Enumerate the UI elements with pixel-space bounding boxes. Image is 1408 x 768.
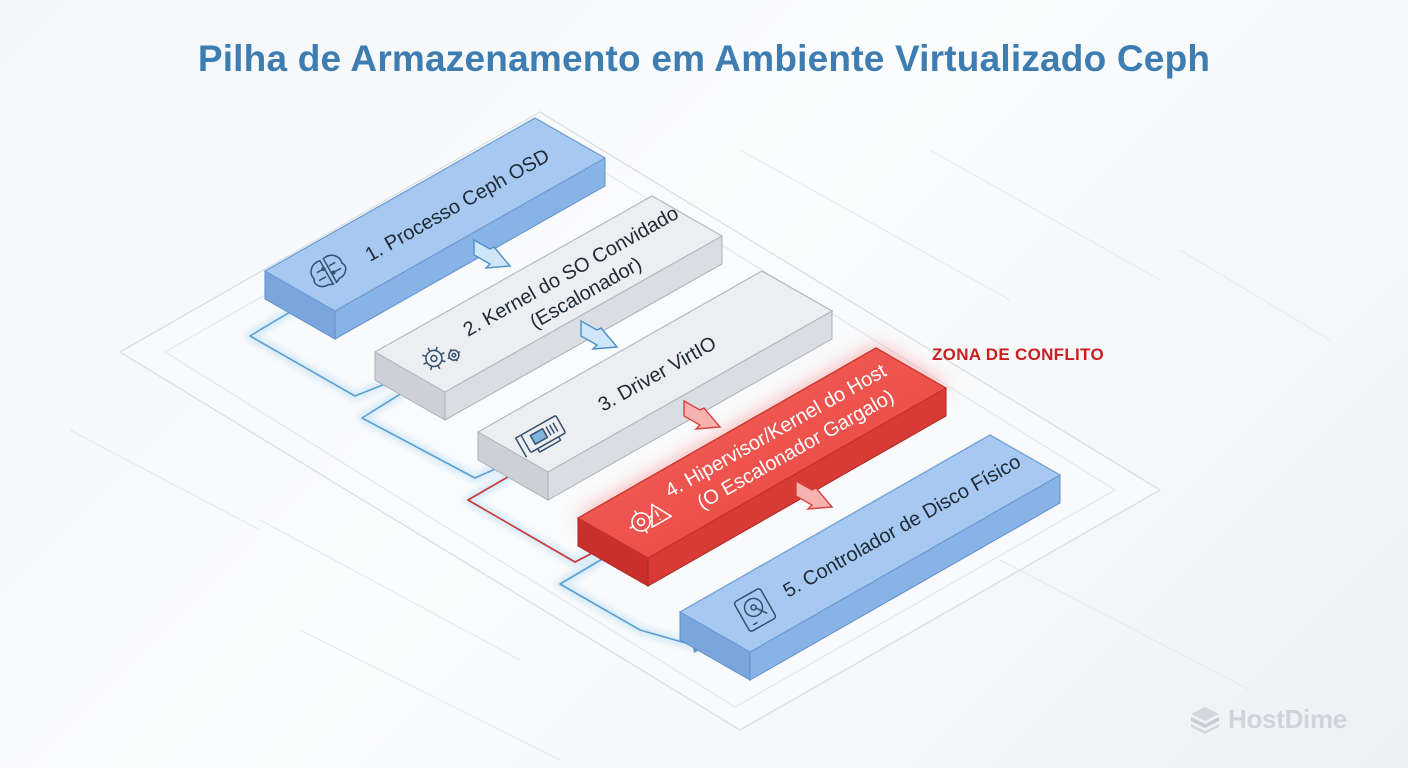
- layer-1-ceph-osd: [263, 117, 607, 340]
- network-card-icon: [514, 415, 566, 458]
- conflict-zone-label: ZONA DE CONFLITO: [932, 345, 1104, 364]
- brain-circuit-icon: [310, 254, 347, 288]
- brand-logo: HostDime: [1188, 703, 1347, 735]
- page-title: Pilha de Armazenamento em Ambiente Virtu…: [197, 38, 1211, 79]
- stacked-cube-icon: [1191, 707, 1219, 734]
- logo-text: HostDime: [1228, 703, 1347, 734]
- layer-5-disk-controller: [678, 434, 1062, 681]
- gears-icon: [422, 346, 461, 371]
- gear-warning-icon: [629, 503, 673, 534]
- flow-arrow-2-3: [580, 319, 619, 350]
- hard-disk-icon: [733, 588, 777, 632]
- flow-arrow-3-4: [683, 399, 722, 430]
- base-platform: [69, 111, 1331, 761]
- flow-arrow-1-2: [473, 238, 512, 269]
- flow-arrow-4-5: [795, 479, 834, 510]
